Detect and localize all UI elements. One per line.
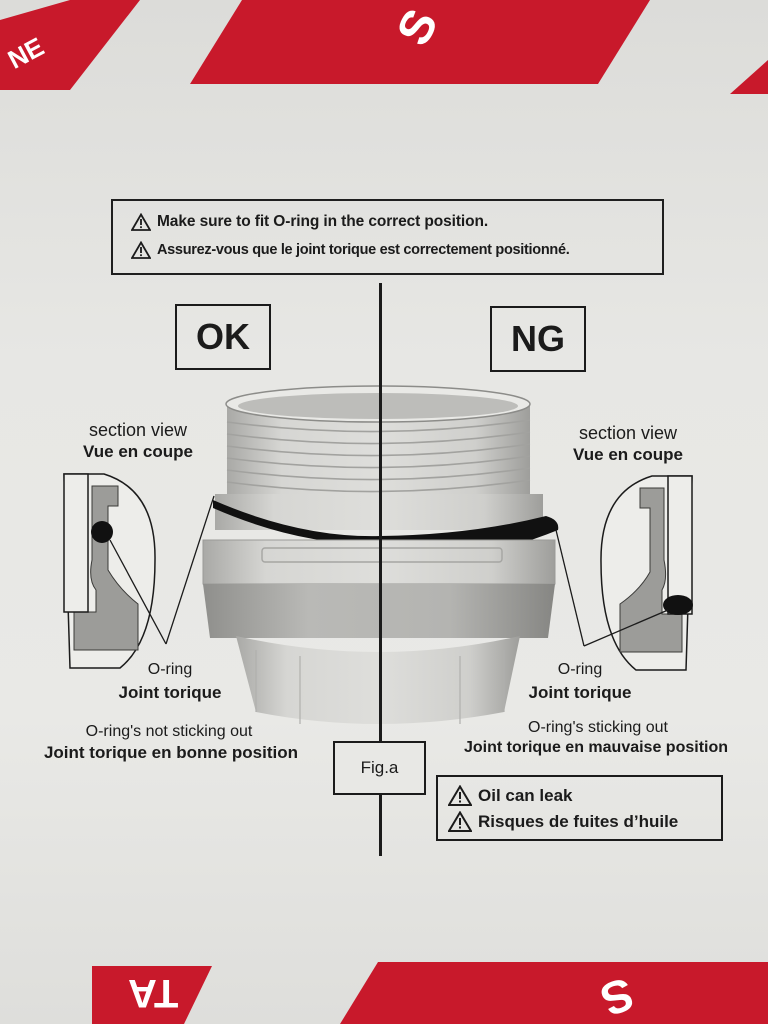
leader-lines bbox=[109, 495, 669, 647]
ng-oring-label-en: O-ring bbox=[557, 661, 603, 678]
ok-oring-label-fr: Joint torique bbox=[118, 683, 222, 702]
warning-line-fr: Assurez-vous que le joint torique est co… bbox=[131, 241, 570, 259]
ng-caption-fr: Joint torique en mauvaise position bbox=[463, 739, 729, 756]
warning-text-fr: Assurez-vous que le joint torique est co… bbox=[157, 242, 570, 258]
warning-triangle-icon bbox=[448, 785, 472, 806]
threaded-section bbox=[225, 385, 531, 500]
bottom-right-red-band: S bbox=[340, 962, 768, 1024]
warning-text-en: Make sure to fit O-ring in the correct p… bbox=[157, 213, 489, 230]
ok-caption-en: O-ring's not sticking out bbox=[85, 723, 253, 740]
ok-section-view-fr: Vue en coupe bbox=[83, 442, 193, 461]
warning-triangle-icon bbox=[448, 811, 472, 832]
ok-section-view bbox=[63, 473, 156, 669]
fit-oring-warning-box: Make sure to fit O-ring in the correct p… bbox=[111, 199, 664, 275]
top-right-red-band bbox=[730, 60, 768, 94]
warning-line-en: Make sure to fit O-ring in the correct p… bbox=[131, 213, 488, 231]
warning-triangle-icon bbox=[131, 241, 151, 259]
ng-section-view bbox=[600, 475, 693, 671]
oil-leak-warning-box: Oil can leak Risques de fuites d’huile bbox=[436, 775, 723, 841]
ng-oring-label-fr: Joint torique bbox=[528, 683, 632, 702]
ok-oring-label-en: O-ring bbox=[147, 661, 193, 678]
oil-leak-text-fr: Risques de fuites d’huile bbox=[478, 811, 679, 831]
bottom-left-red-band: TA bbox=[92, 966, 222, 1024]
oil-leak-text-en: Oil can leak bbox=[478, 785, 573, 805]
ok-caption-fr: Joint torique en bonne position bbox=[43, 743, 299, 762]
ng-section-view-fr: Vue en coupe bbox=[573, 445, 683, 464]
figure-label: Fig.a bbox=[333, 741, 426, 795]
ok-label: OK bbox=[175, 304, 271, 370]
ok-ng-divider-line bbox=[379, 283, 382, 856]
ok-oring-cross-section bbox=[91, 521, 113, 543]
top-left-red-band: NE bbox=[0, 0, 140, 90]
top-mid-red-band: S bbox=[180, 0, 650, 84]
ng-oring-cross-section bbox=[663, 595, 693, 615]
ng-section-view-en: section view bbox=[578, 423, 678, 443]
oil-leak-line-fr: Risques de fuites d’huile bbox=[448, 811, 678, 832]
hex-base bbox=[236, 636, 520, 724]
ok-section-view-en: section view bbox=[88, 420, 188, 440]
oil-leak-line-en: Oil can leak bbox=[448, 785, 573, 806]
warning-triangle-icon bbox=[131, 213, 151, 231]
ng-caption-en: O-ring's sticking out bbox=[528, 719, 668, 736]
ng-label: NG bbox=[490, 306, 586, 372]
